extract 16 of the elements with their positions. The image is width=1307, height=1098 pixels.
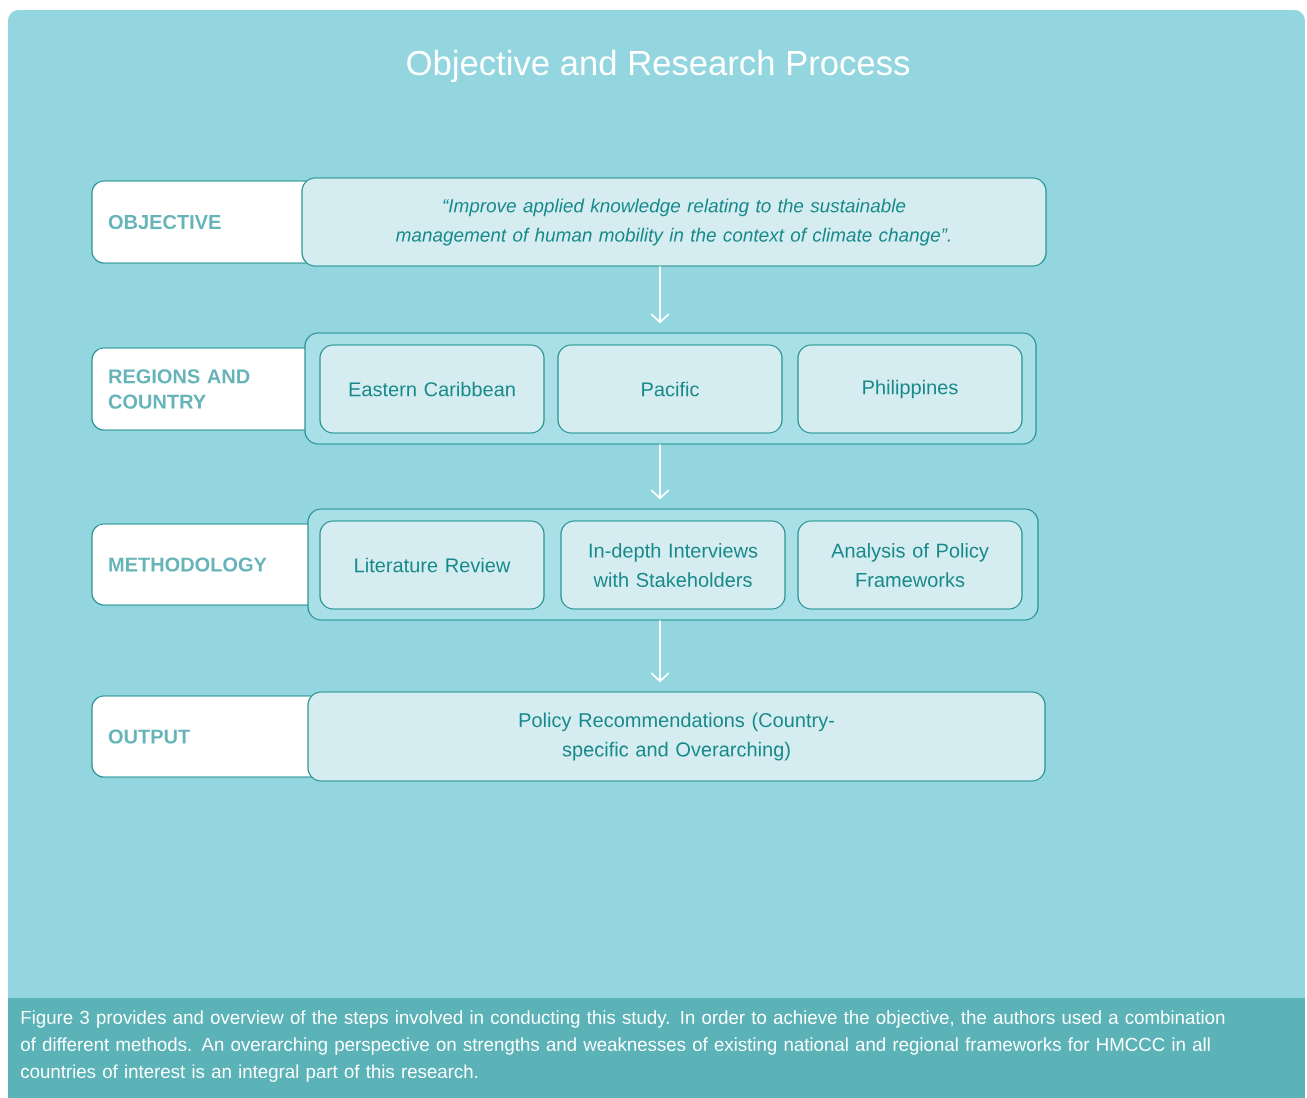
section-label-tab: OUTPUT: [91, 695, 331, 778]
title: Objective and Research Process: [407, 49, 910, 83]
process-box: Analysis of Policy Frameworks: [797, 520, 1023, 610]
objective-box: “Improve applied knowledge relating to the sustainable management of human mobility in the context of climate change”.: [301, 177, 1047, 267]
process-box: Literature Review: [319, 520, 545, 610]
process-box: In-depth Interviews with Stakeholders: [560, 520, 786, 610]
process-box: Pacific: [557, 344, 783, 434]
section-label-tab: OBJECTIVE: [91, 180, 321, 264]
caption: Figure 3 provides and overview of the steps involved in conducting this study. In order to achieve the objective, the authors used a combination of different methods. An overarching perspective on strengths and weaknesses of existing national and regional frameworks for HMCCC in all countries of interest is an integral part of this research.: [8, 998, 1305, 1098]
arrow: [650, 443, 670, 500]
process-box: Philippines: [797, 344, 1023, 434]
process-box: Policy Recommendations (Country-specific and Overarching): [307, 691, 1046, 782]
section-label-tab: METHODOLOGY: [91, 523, 331, 606]
process-box: Eastern Caribbean: [319, 344, 545, 434]
arrow: [650, 619, 670, 683]
arrow: [650, 265, 670, 324]
